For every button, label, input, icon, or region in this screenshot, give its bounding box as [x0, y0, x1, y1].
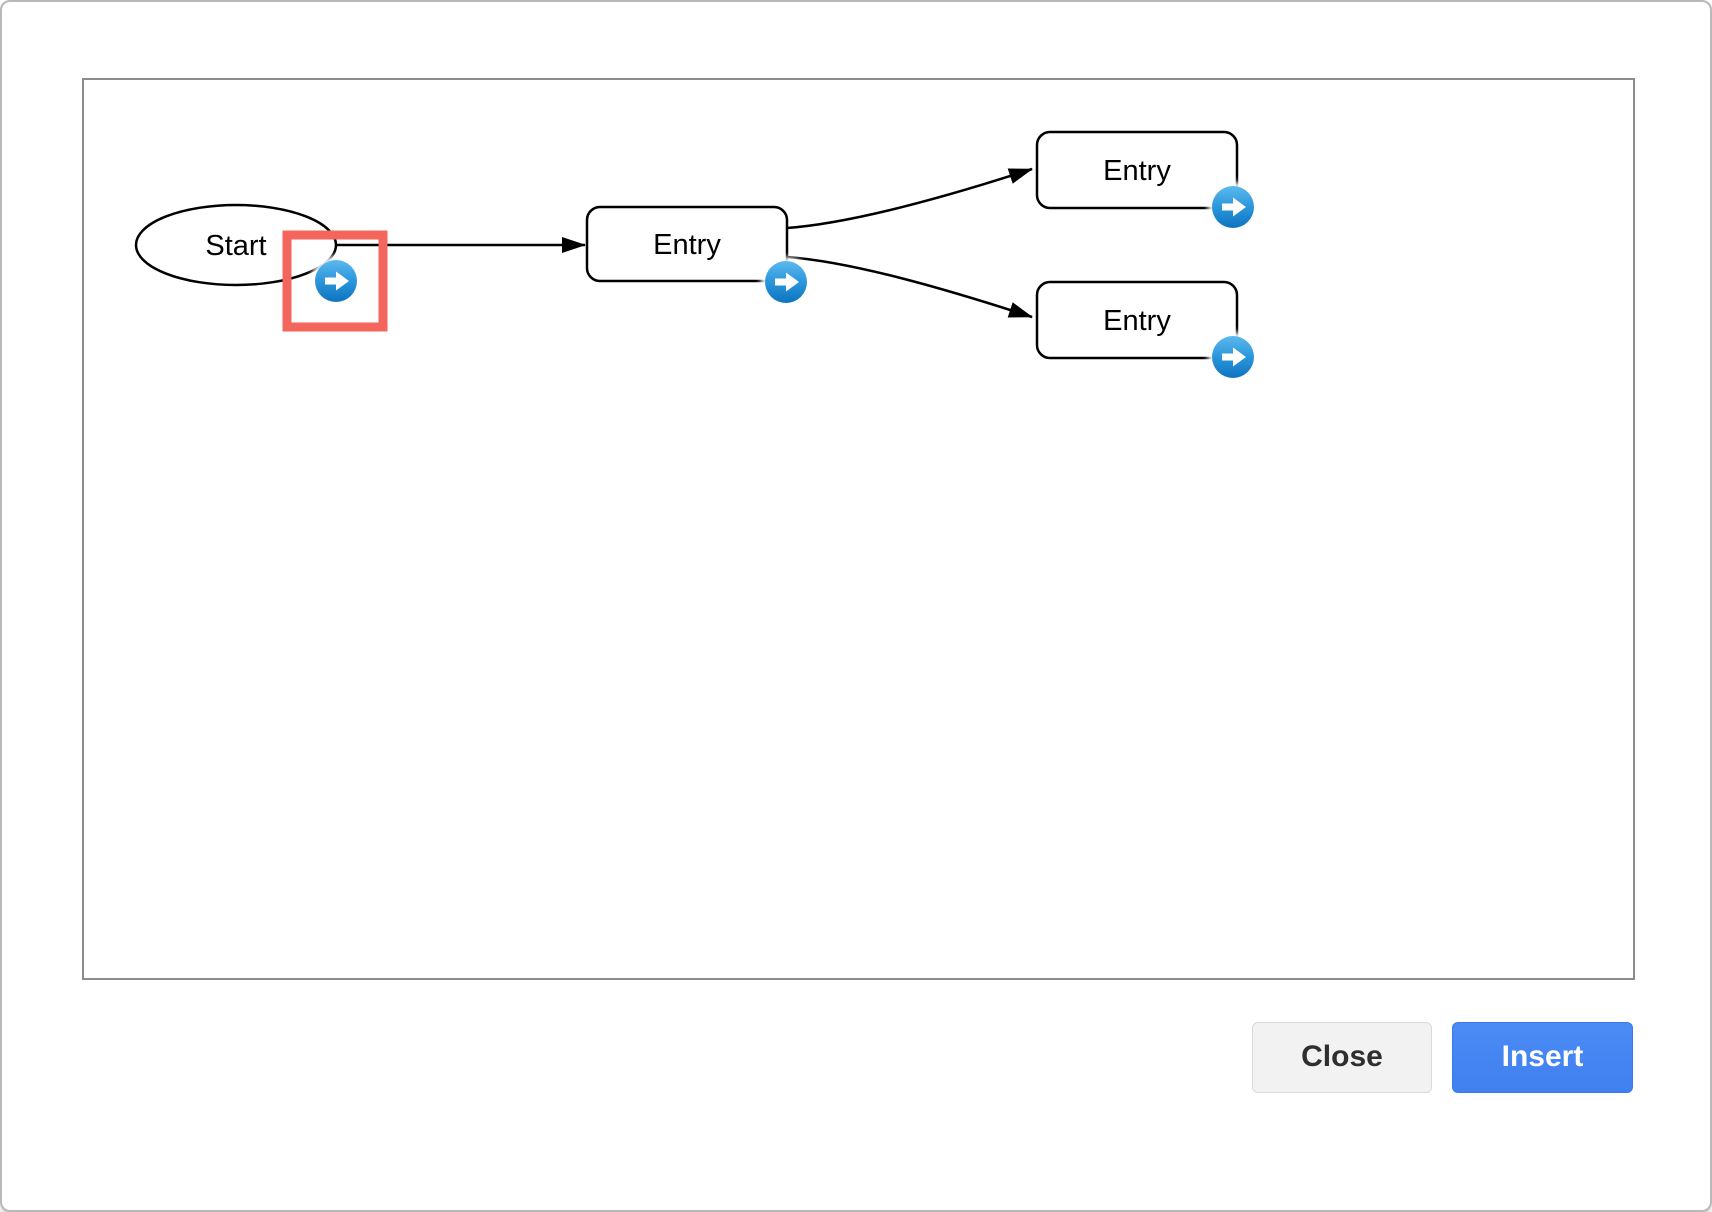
node-entry-2[interactable]: Entry: [1035, 130, 1239, 210]
node-start[interactable]: Start: [134, 203, 338, 287]
node-entry-1-label: Entry: [653, 229, 721, 261]
edge-entry1-to-entry2: [786, 167, 1033, 230]
selection-highlight-box: [282, 230, 388, 332]
node-entry-3[interactable]: Entry: [1035, 280, 1239, 360]
blue-arrow-icon[interactable]: [1208, 182, 1258, 232]
blue-arrow-icon[interactable]: [761, 257, 811, 307]
blue-arrow-icon[interactable]: [311, 256, 361, 306]
node-entry-3-label: Entry: [1103, 305, 1171, 337]
node-start-label: Start: [205, 230, 266, 262]
diagram-preview-canvas: Start Entry Entry Entry: [82, 78, 1635, 980]
edge-entry1-to-entry3: [786, 255, 1033, 319]
close-button[interactable]: Close: [1252, 1022, 1432, 1093]
node-entry-1[interactable]: Entry: [585, 205, 789, 283]
insert-button[interactable]: Insert: [1452, 1022, 1633, 1093]
flowchart-svg: Start Entry Entry Entry: [134, 130, 1258, 382]
node-entry-2-label: Entry: [1103, 155, 1171, 187]
blue-arrow-icon[interactable]: [1208, 332, 1258, 382]
